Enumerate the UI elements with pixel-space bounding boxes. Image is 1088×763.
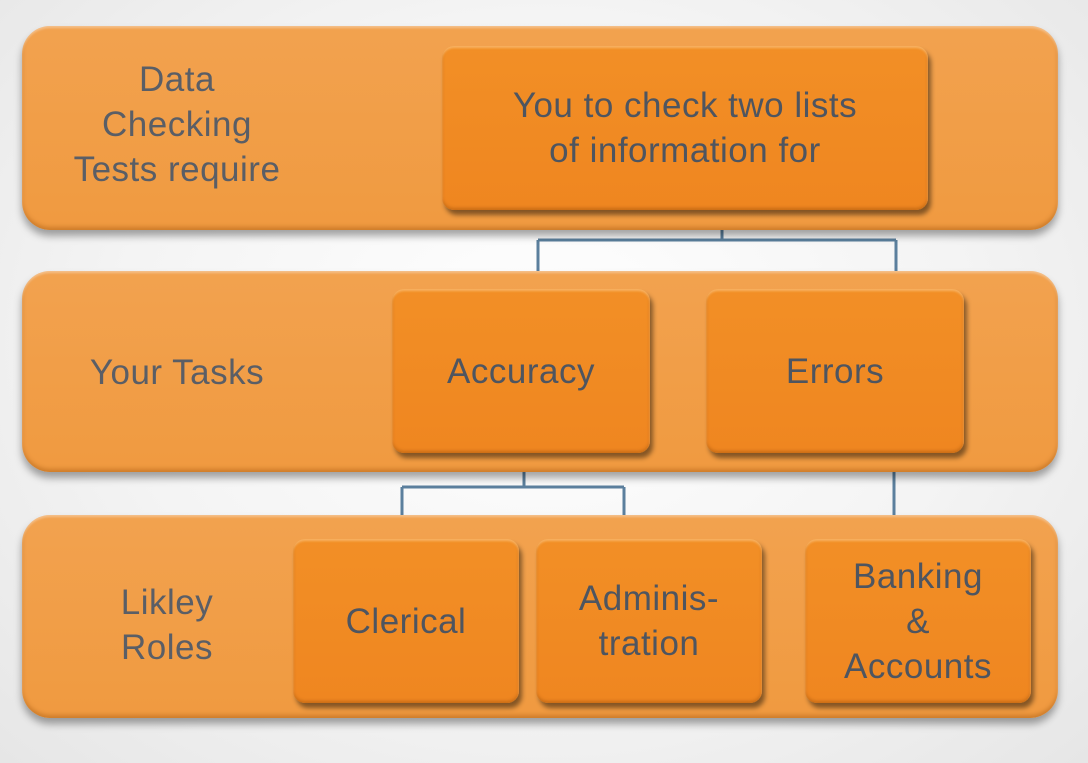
node-clerical: Clerical	[293, 539, 519, 703]
node-banking-accounts: Banking & Accounts	[805, 539, 1031, 703]
row-label-tasks: Your Tasks	[89, 353, 265, 392]
row-label-roles: Likley Roles	[120, 583, 214, 667]
node-errors: Errors	[706, 289, 964, 453]
node-administration: Adminis- tration	[536, 539, 762, 703]
node-accuracy: Accuracy	[392, 289, 650, 453]
node-check-lists: You to check two lists of information fo…	[442, 46, 928, 210]
row-label-tests: Data Checking Tests require	[73, 60, 281, 189]
